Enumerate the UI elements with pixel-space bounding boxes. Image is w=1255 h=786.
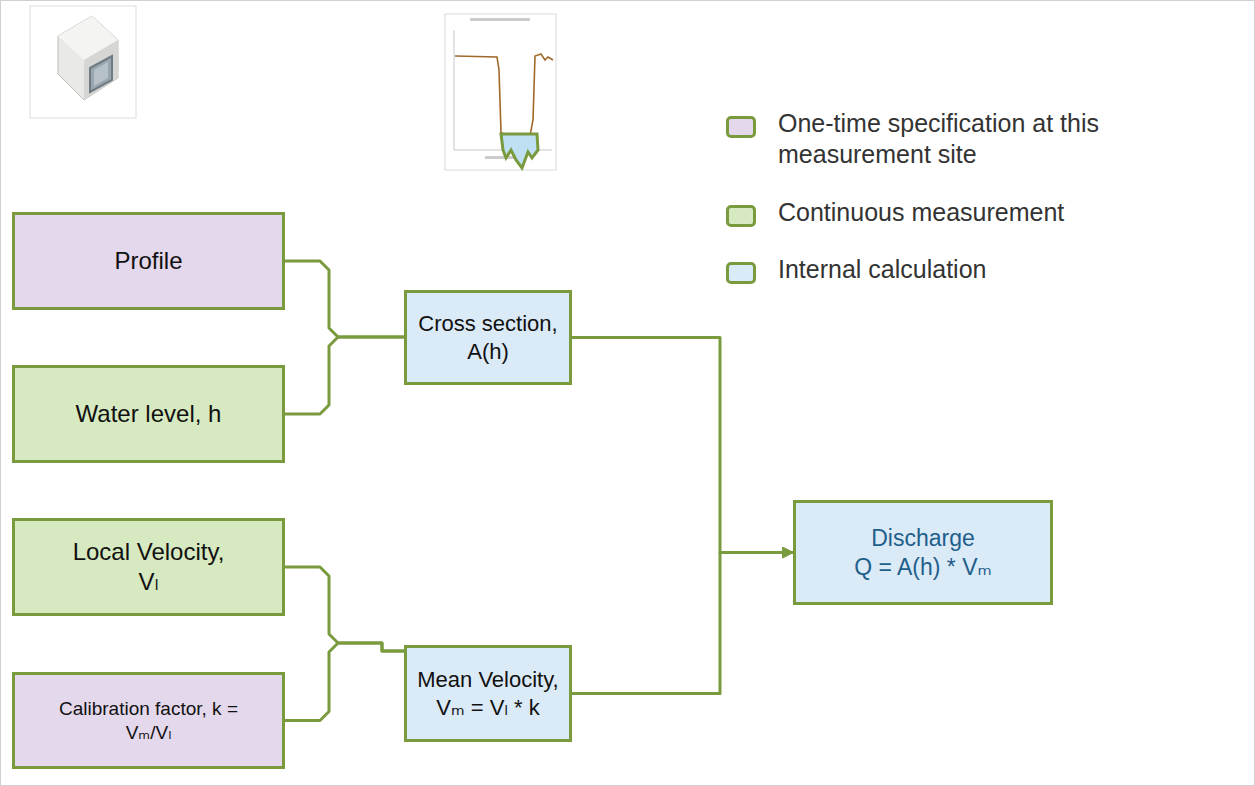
calculation-box: Mean Velocity, Vₘ = Vₗ * k	[404, 645, 572, 742]
node-text: Q = A(h) * Vₘ	[854, 553, 992, 582]
connector	[572, 553, 793, 694]
legend-text: One-time specification at this measureme…	[778, 108, 1118, 171]
spec-box: Profile	[12, 212, 285, 310]
legend-swatch	[726, 262, 756, 284]
connector	[285, 261, 404, 337]
connector	[285, 567, 404, 651]
node-text: Local Velocity, Vₗ	[66, 537, 231, 597]
legend-text: Internal calculation	[778, 254, 986, 285]
legend-swatch	[726, 205, 756, 227]
connector	[572, 338, 793, 553]
node-text: Calibration factor, k = Vₘ/Vₗ	[59, 697, 239, 745]
measurement-box: Water level, h	[12, 365, 285, 463]
legend-text: Continuous measurement	[778, 197, 1064, 228]
calculation-box: Cross section, A(h)	[404, 290, 572, 385]
node-text: Discharge	[871, 524, 975, 553]
connector	[285, 643, 404, 721]
measurement-box: Local Velocity, Vₗ	[12, 518, 285, 616]
legend-row: Internal calculation	[726, 254, 1146, 285]
spec-box: Calibration factor, k = Vₘ/Vₗ	[12, 672, 285, 769]
result-box: DischargeQ = A(h) * Vₘ	[793, 500, 1053, 605]
legend: One-time specification at this measureme…	[726, 108, 1146, 311]
node-text: Cross section, A(h)	[415, 310, 561, 365]
legend-row: One-time specification at this measureme…	[726, 108, 1146, 171]
node-text: Water level, h	[76, 399, 222, 429]
connector	[285, 337, 404, 414]
legend-swatch	[726, 116, 756, 138]
node-text: Mean Velocity, Vₘ = Vₗ * k	[415, 666, 561, 721]
legend-row: Continuous measurement	[726, 197, 1146, 228]
profile-chart-thumbnail	[445, 14, 556, 170]
node-text: Profile	[114, 246, 182, 276]
sensor-illustration	[30, 6, 136, 118]
